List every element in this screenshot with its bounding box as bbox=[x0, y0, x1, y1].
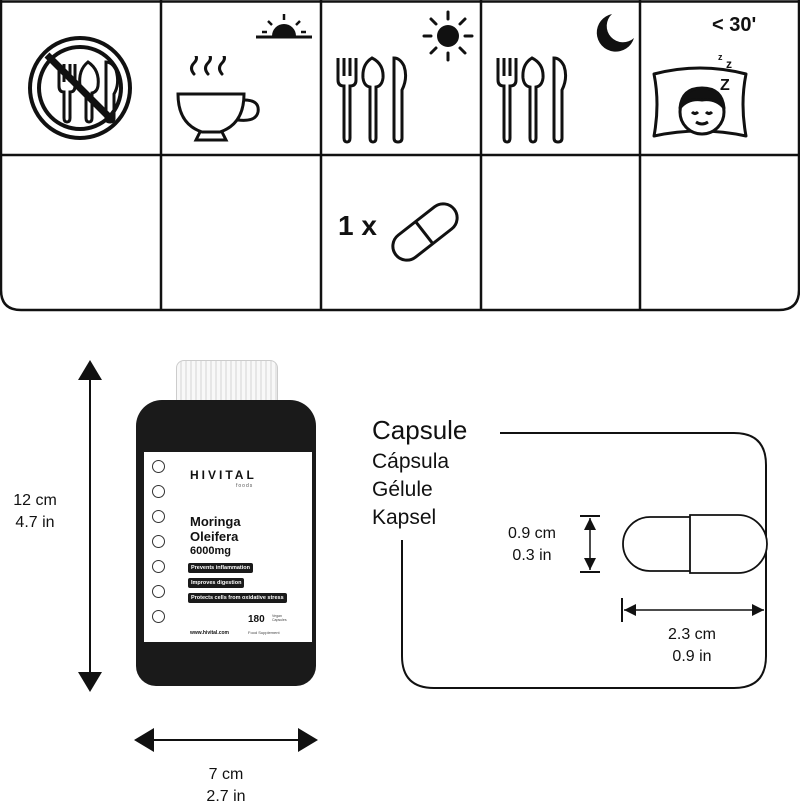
bottle-cap bbox=[176, 360, 278, 404]
capsule-length-label: 2.3 cm 0.9 in bbox=[654, 624, 730, 668]
bottle-width-arrow bbox=[134, 728, 318, 752]
capsule-name-de: Kapsel bbox=[372, 506, 437, 529]
capsule-count: 180 bbox=[248, 614, 265, 625]
label-certification-icons bbox=[152, 460, 165, 636]
svg-text:z: z bbox=[718, 52, 723, 62]
bottle-height-cm: 12 cm bbox=[13, 492, 57, 509]
capsule-length-arrow bbox=[621, 598, 767, 622]
capsule-title: Capsule bbox=[372, 415, 468, 445]
product-name-line1: Moringa bbox=[190, 514, 241, 529]
capsule-shape-icon bbox=[622, 514, 768, 574]
website-url: www.hivital.com bbox=[190, 630, 229, 636]
svg-text:Z: Z bbox=[720, 77, 730, 94]
capsule-name-es: Cápsula bbox=[372, 450, 450, 473]
capsule-height-arrow bbox=[580, 515, 600, 573]
moon-icon bbox=[596, 14, 634, 52]
capsule-icon bbox=[391, 202, 459, 262]
capsule-info-frame bbox=[401, 432, 767, 689]
bottle-height-arrow bbox=[78, 360, 102, 692]
brand-sub: foods bbox=[236, 483, 254, 489]
capsule-name-fr: Gélule bbox=[372, 478, 433, 501]
bottle-height-in: 4.7 in bbox=[15, 514, 55, 531]
sleep-time-label: < 30' bbox=[712, 14, 757, 36]
dose-label: 1 x bbox=[338, 210, 377, 241]
sleeping-person-icon: z z Z bbox=[652, 52, 748, 138]
capsule-height-cm: 0.9 cm bbox=[507, 525, 556, 542]
benefit-badge: Protects cells from oxidative stress bbox=[188, 593, 287, 603]
svg-text:z: z bbox=[726, 57, 732, 71]
bottle-label: HIVITAL foods Moringa Oleifera 6000mg Pr… bbox=[144, 452, 312, 642]
product-strength: 6000mg bbox=[190, 545, 231, 557]
supplement-bottle: HIVITAL foods Moringa Oleifera 6000mg Pr… bbox=[136, 360, 316, 686]
product-name-line2: Oleifera bbox=[190, 529, 239, 544]
capsule-length-cm: 2.3 cm bbox=[667, 626, 716, 643]
no-food-icon bbox=[28, 36, 132, 140]
dosage-schedule-table: < 30' z z Z 1 x bbox=[0, 0, 800, 312]
benefit-badge: Prevents inflammation bbox=[188, 563, 253, 573]
capsule-length-in: 0.9 in bbox=[672, 648, 712, 665]
cutlery-icon bbox=[336, 56, 408, 144]
bottle-width-label: 7 cm 2.7 in bbox=[176, 764, 276, 808]
bottle-height-label: 12 cm 4.7 in bbox=[0, 490, 70, 534]
bottle-width-in: 2.7 in bbox=[206, 788, 246, 805]
sun-icon bbox=[422, 10, 474, 62]
bottle-width-cm: 7 cm bbox=[208, 766, 244, 783]
capsule-height-in: 0.3 in bbox=[512, 547, 552, 564]
food-supplement-text: Food Supplement bbox=[248, 630, 280, 635]
schedule-grid bbox=[0, 0, 800, 312]
benefit-badge: Improves digestion bbox=[188, 578, 245, 588]
capsule-height-label: 0.9 cm 0.3 in bbox=[494, 523, 570, 567]
coffee-cup-icon bbox=[176, 56, 260, 142]
brand-logo: HIVITAL bbox=[190, 468, 257, 482]
cutlery-icon bbox=[496, 56, 568, 144]
sunrise-icon bbox=[256, 14, 312, 39]
capsule-count-sub: Vegan Capsules bbox=[272, 614, 287, 622]
